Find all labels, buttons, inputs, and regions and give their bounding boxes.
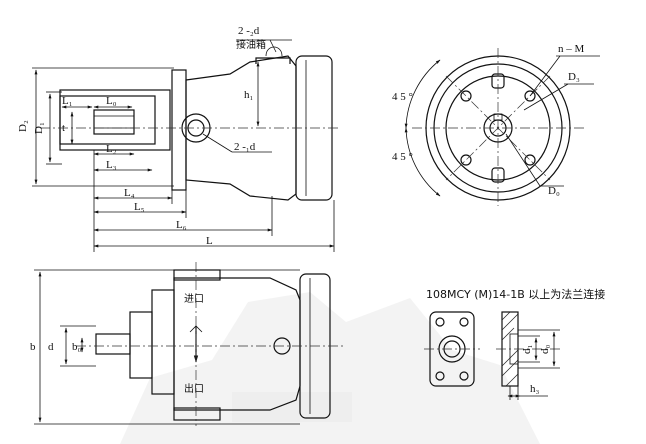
label-angle-top: 4 5 ° [392,91,413,103]
top-view-dimensions [34,269,300,425]
label-h3: h₃ [530,383,540,395]
label-L6: L₆ [176,219,187,231]
label-oil-port: 接油箱 [236,38,266,51]
label-inlet: 进口 [184,293,204,305]
label-angle-bottom: 4 5 ° [392,151,413,163]
label-d0: d₀ [539,345,551,355]
label-t: t [62,122,65,134]
label-D3: D₃ [568,71,580,83]
label-L4: L₄ [124,187,135,199]
label-L1: L₁ [62,95,73,107]
label-b0: b₀ [72,341,82,353]
top-view-labels: b d b₀ 进口 出口 [30,293,204,395]
label-D2: D₂ [17,120,29,132]
flange-detail-labels: d₁ d₀ h₃ [521,345,551,396]
top-view [76,262,344,426]
flange-detail: 108MCY (M)14-1B 以上为法兰连接 [424,287,605,400]
end-view-labels: n – M D₃ D₀ 4 5 ° 4 5 ° [392,43,585,197]
label-L0: L₀ [106,95,117,107]
label-L5: L₅ [134,201,145,213]
label-L3: L₃ [106,159,117,171]
label-port-top-count: 2 -₂d [238,25,260,37]
front-view [40,46,340,201]
label-nM: n – M [558,43,585,55]
label-D1: D₁ [33,122,45,134]
label-D0: D₀ [548,185,560,197]
label-h1: h₁ [244,89,254,101]
label-L2: L₂ [106,143,117,155]
front-view-labels: 2 -₂d 接油箱 2 -₁d h₁ D₂ D₁ t L₁ L₀ L₂ L₃ L… [17,25,266,247]
label-d1: d₁ [521,345,533,355]
label-port-side: 2 -₁d [234,141,256,153]
label-L: L [206,235,213,247]
label-outlet: 出口 [184,382,204,395]
flange-note: 108MCY (M)14-1B 以上为法兰连接 [426,287,605,301]
front-view-dimensions [32,39,335,252]
label-d: d [48,341,54,353]
label-b: b [30,341,36,353]
end-view [404,48,600,206]
